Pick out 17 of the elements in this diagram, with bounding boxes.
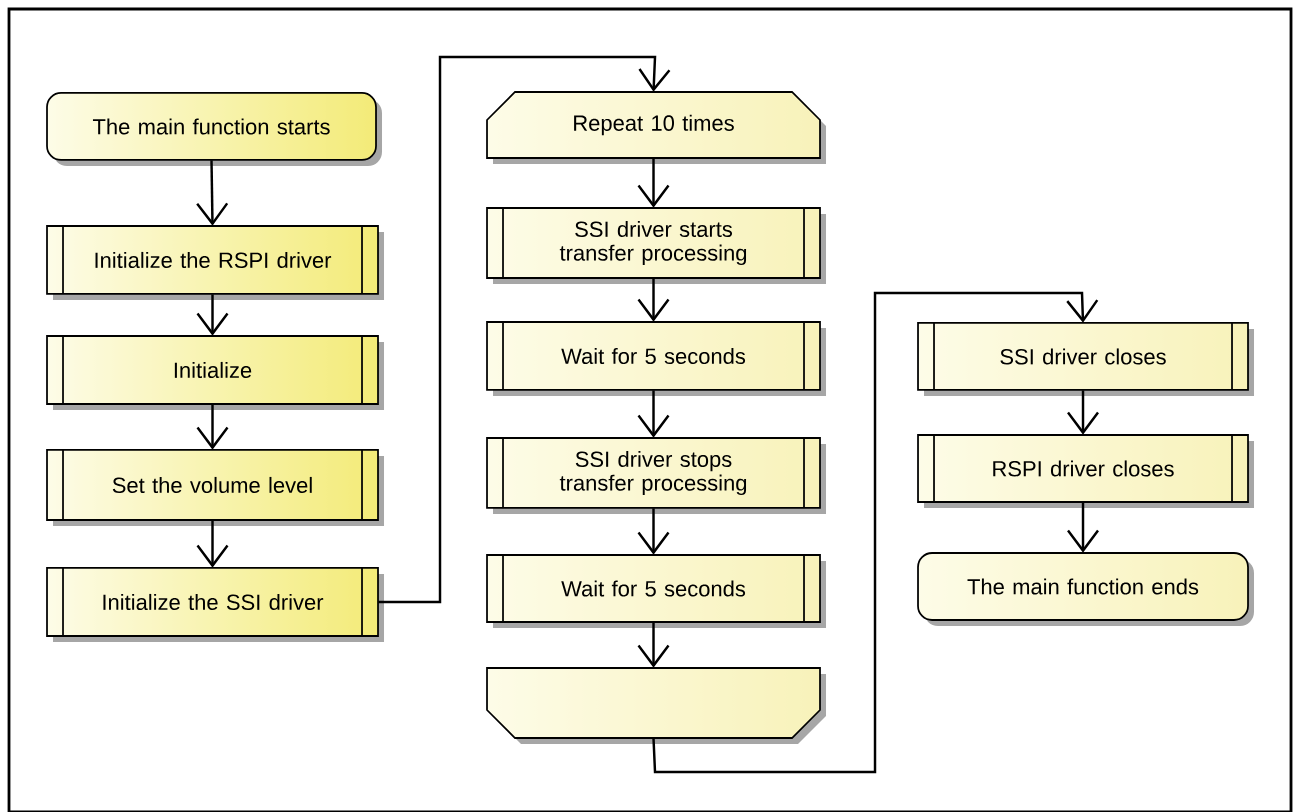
predefined-process-box: Wait for 5 seconds [486,554,826,628]
predefined-process-box: RSPI driver closes [917,434,1254,508]
predefined-process-box: Wait for 5 seconds [486,321,826,396]
predefined-process-box: Set the volume level [46,449,384,526]
loop-end-box [486,667,826,744]
predefined-process-box: Initialize the SSI driver [46,567,384,642]
predefined-process-box: SSI driver closes [917,322,1254,396]
predefined-process-box: Initialize the RSPI driver [46,225,384,300]
terminal-box: The main function ends [917,552,1254,626]
arrow [652,291,1099,774]
predefined-process-box: Initialize [46,335,384,410]
arrow [196,160,229,226]
arrow [378,55,671,604]
terminal-box: The main function starts [46,92,382,166]
loop-start-box: Repeat 10 times [486,91,826,164]
predefined-process-box: SSI driver starts transfer processing [486,207,826,284]
predefined-process-box: SSI driver stops transfer processing [486,437,826,514]
